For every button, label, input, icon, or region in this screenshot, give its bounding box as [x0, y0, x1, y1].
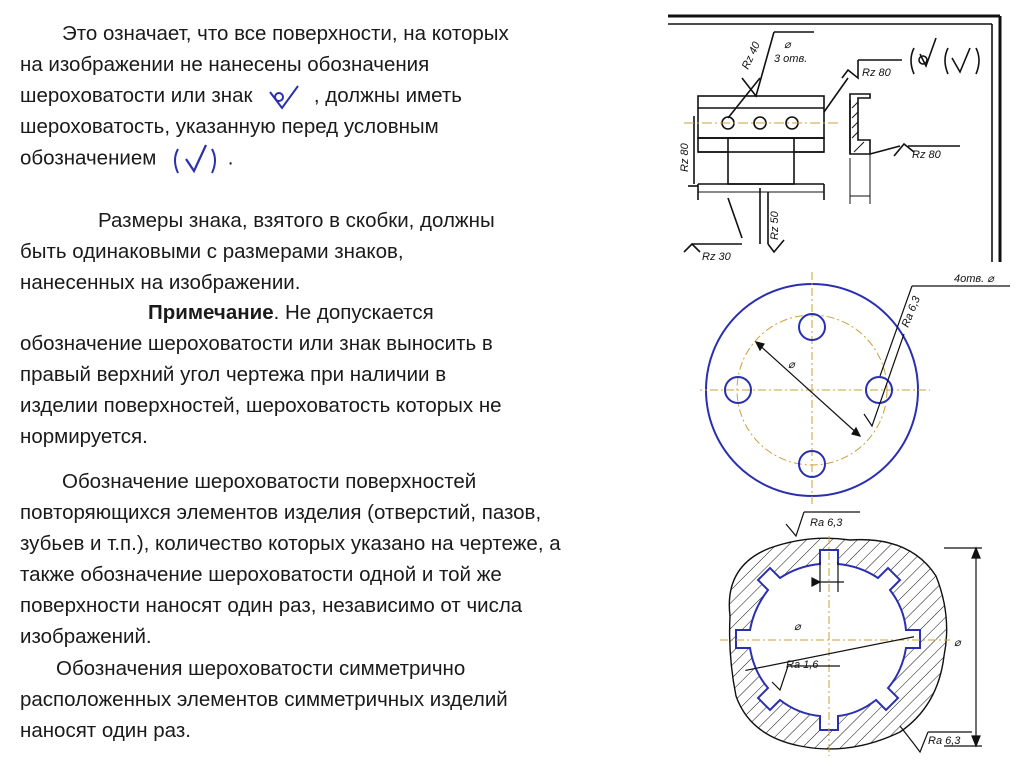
para1-line4: шероховатость, указанную перед условным — [20, 115, 439, 138]
para3-line5: нормируется. — [20, 425, 148, 448]
label-dia-1: ⌀ — [784, 39, 792, 51]
para5-line3: наносят один раз. — [20, 719, 191, 742]
label-rz30: Rz 30 — [702, 251, 732, 263]
para5-line2: расположенных элементов симметричных изд… — [20, 688, 508, 711]
para4-line3: зубьев и т.п.), количество которых указа… — [20, 532, 561, 555]
drawing-part-with-holes: Rz 40 ⌀ 3 отв. Rz 80 Rz 80 Rz 80 Rz 50 R… — [668, 14, 1002, 263]
para4-line1: Обозначение шероховатости поверхностей — [62, 470, 477, 493]
label-dia-outer: ⌀ — [954, 637, 962, 649]
label-rz80-top: Rz 80 — [862, 67, 892, 79]
para3-line2: обозначение шероховатости или знак вынос… — [20, 332, 493, 355]
drawing-flange-four-holes: 4отв. ⌀ Ra 6,3 ⌀ — [700, 272, 1010, 506]
para3-line4: изделии поверхностей, шероховатость кото… — [20, 394, 502, 417]
label-ra16: Ra 1,6 — [786, 659, 819, 671]
para1-line3-start: шероховатости или знак — [20, 84, 253, 107]
label-dia-inner: ⌀ — [794, 621, 802, 633]
label-ra63-bottom: Ra 6,3 — [928, 735, 961, 747]
para2-line2: быть одинаковыми с размерами знаков, — [20, 240, 404, 263]
label-rz40: Rz 40 — [740, 39, 763, 71]
para3-line3: правый верхний угол чертежа при наличии … — [20, 363, 447, 386]
drawing-splined-section: Ra 6,3 ⌀ Ra 1,6 ⌀ Ra 6,3 — [720, 511, 982, 756]
para1-line2: на изображении не нанесены обозначения — [20, 53, 430, 76]
note-line1-rest: . Не допускается — [273, 301, 434, 324]
label-rz80-left: Rz 80 — [679, 142, 691, 172]
para1-line5-start: обозначением — [20, 146, 157, 170]
para1-line5-end: . — [227, 146, 234, 170]
label-ra63-top: Ra 6,3 — [810, 517, 843, 529]
bracket-roughness-sign-icon — [166, 143, 222, 175]
para1-line5: обозначением . — [20, 143, 233, 175]
label-holes-4: 4отв. ⌀ — [954, 273, 995, 285]
para2-line3: нанесенных на изображении. — [20, 271, 301, 294]
para3-line1: Примечание. Не допускается — [148, 298, 434, 329]
para2-line1: Размеры знака, взятого в скобки, должны — [98, 209, 495, 232]
roughness-sign-icon — [264, 84, 308, 110]
note-label: Примечание — [148, 301, 274, 324]
para5-line1: Обозначения шероховатости симметрично — [56, 657, 466, 680]
para1-line3: шероховатости или знак , должны иметь — [20, 81, 462, 112]
para4-line5: поверхности наносят один раз, независимо… — [20, 594, 523, 617]
label-dia-flange: ⌀ — [788, 359, 796, 371]
para1-line3-end: , должны иметь — [313, 84, 462, 107]
para4-line4: также обозначение шероховатости одной и … — [20, 563, 502, 586]
para1-line1: Это означает, что все поверхности, на ко… — [62, 22, 509, 45]
label-rz80-right: Rz 80 — [912, 149, 942, 161]
para4-line6: изображений. — [20, 625, 152, 648]
para4-line2: повторяющихся элементов изделия (отверст… — [20, 501, 542, 524]
label-holes-3: 3 отв. — [774, 53, 807, 65]
label-rz50: Rz 50 — [769, 210, 781, 240]
